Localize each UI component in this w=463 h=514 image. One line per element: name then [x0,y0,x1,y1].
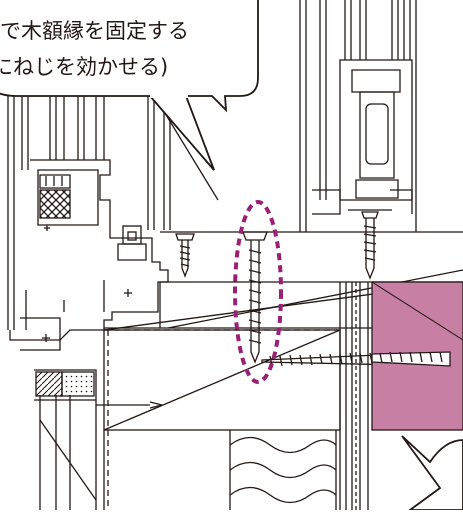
highlight-ellipse [233,200,283,384]
insulation [229,430,337,510]
right-sill-screw [361,211,379,280]
sash-screw [175,233,195,278]
sash-clip [117,225,147,261]
callout-line-2: にねじを効かせる) [0,55,168,79]
long-screw-tip [371,351,451,367]
hatched-block [35,371,63,397]
callout-bubble-bottom [401,435,463,511]
callout-line-1: で木額縁を固定する [0,19,189,43]
callout-bubble: で木額縁を固定する にねじを効かせる) [0,0,259,171]
wall-framing [34,282,369,510]
vertical-sill-screw [242,231,268,364]
right-sash-frame [299,0,417,232]
dotted-block [61,371,95,397]
left-sash-frame [7,95,219,330]
left-sash-profile [9,159,169,351]
